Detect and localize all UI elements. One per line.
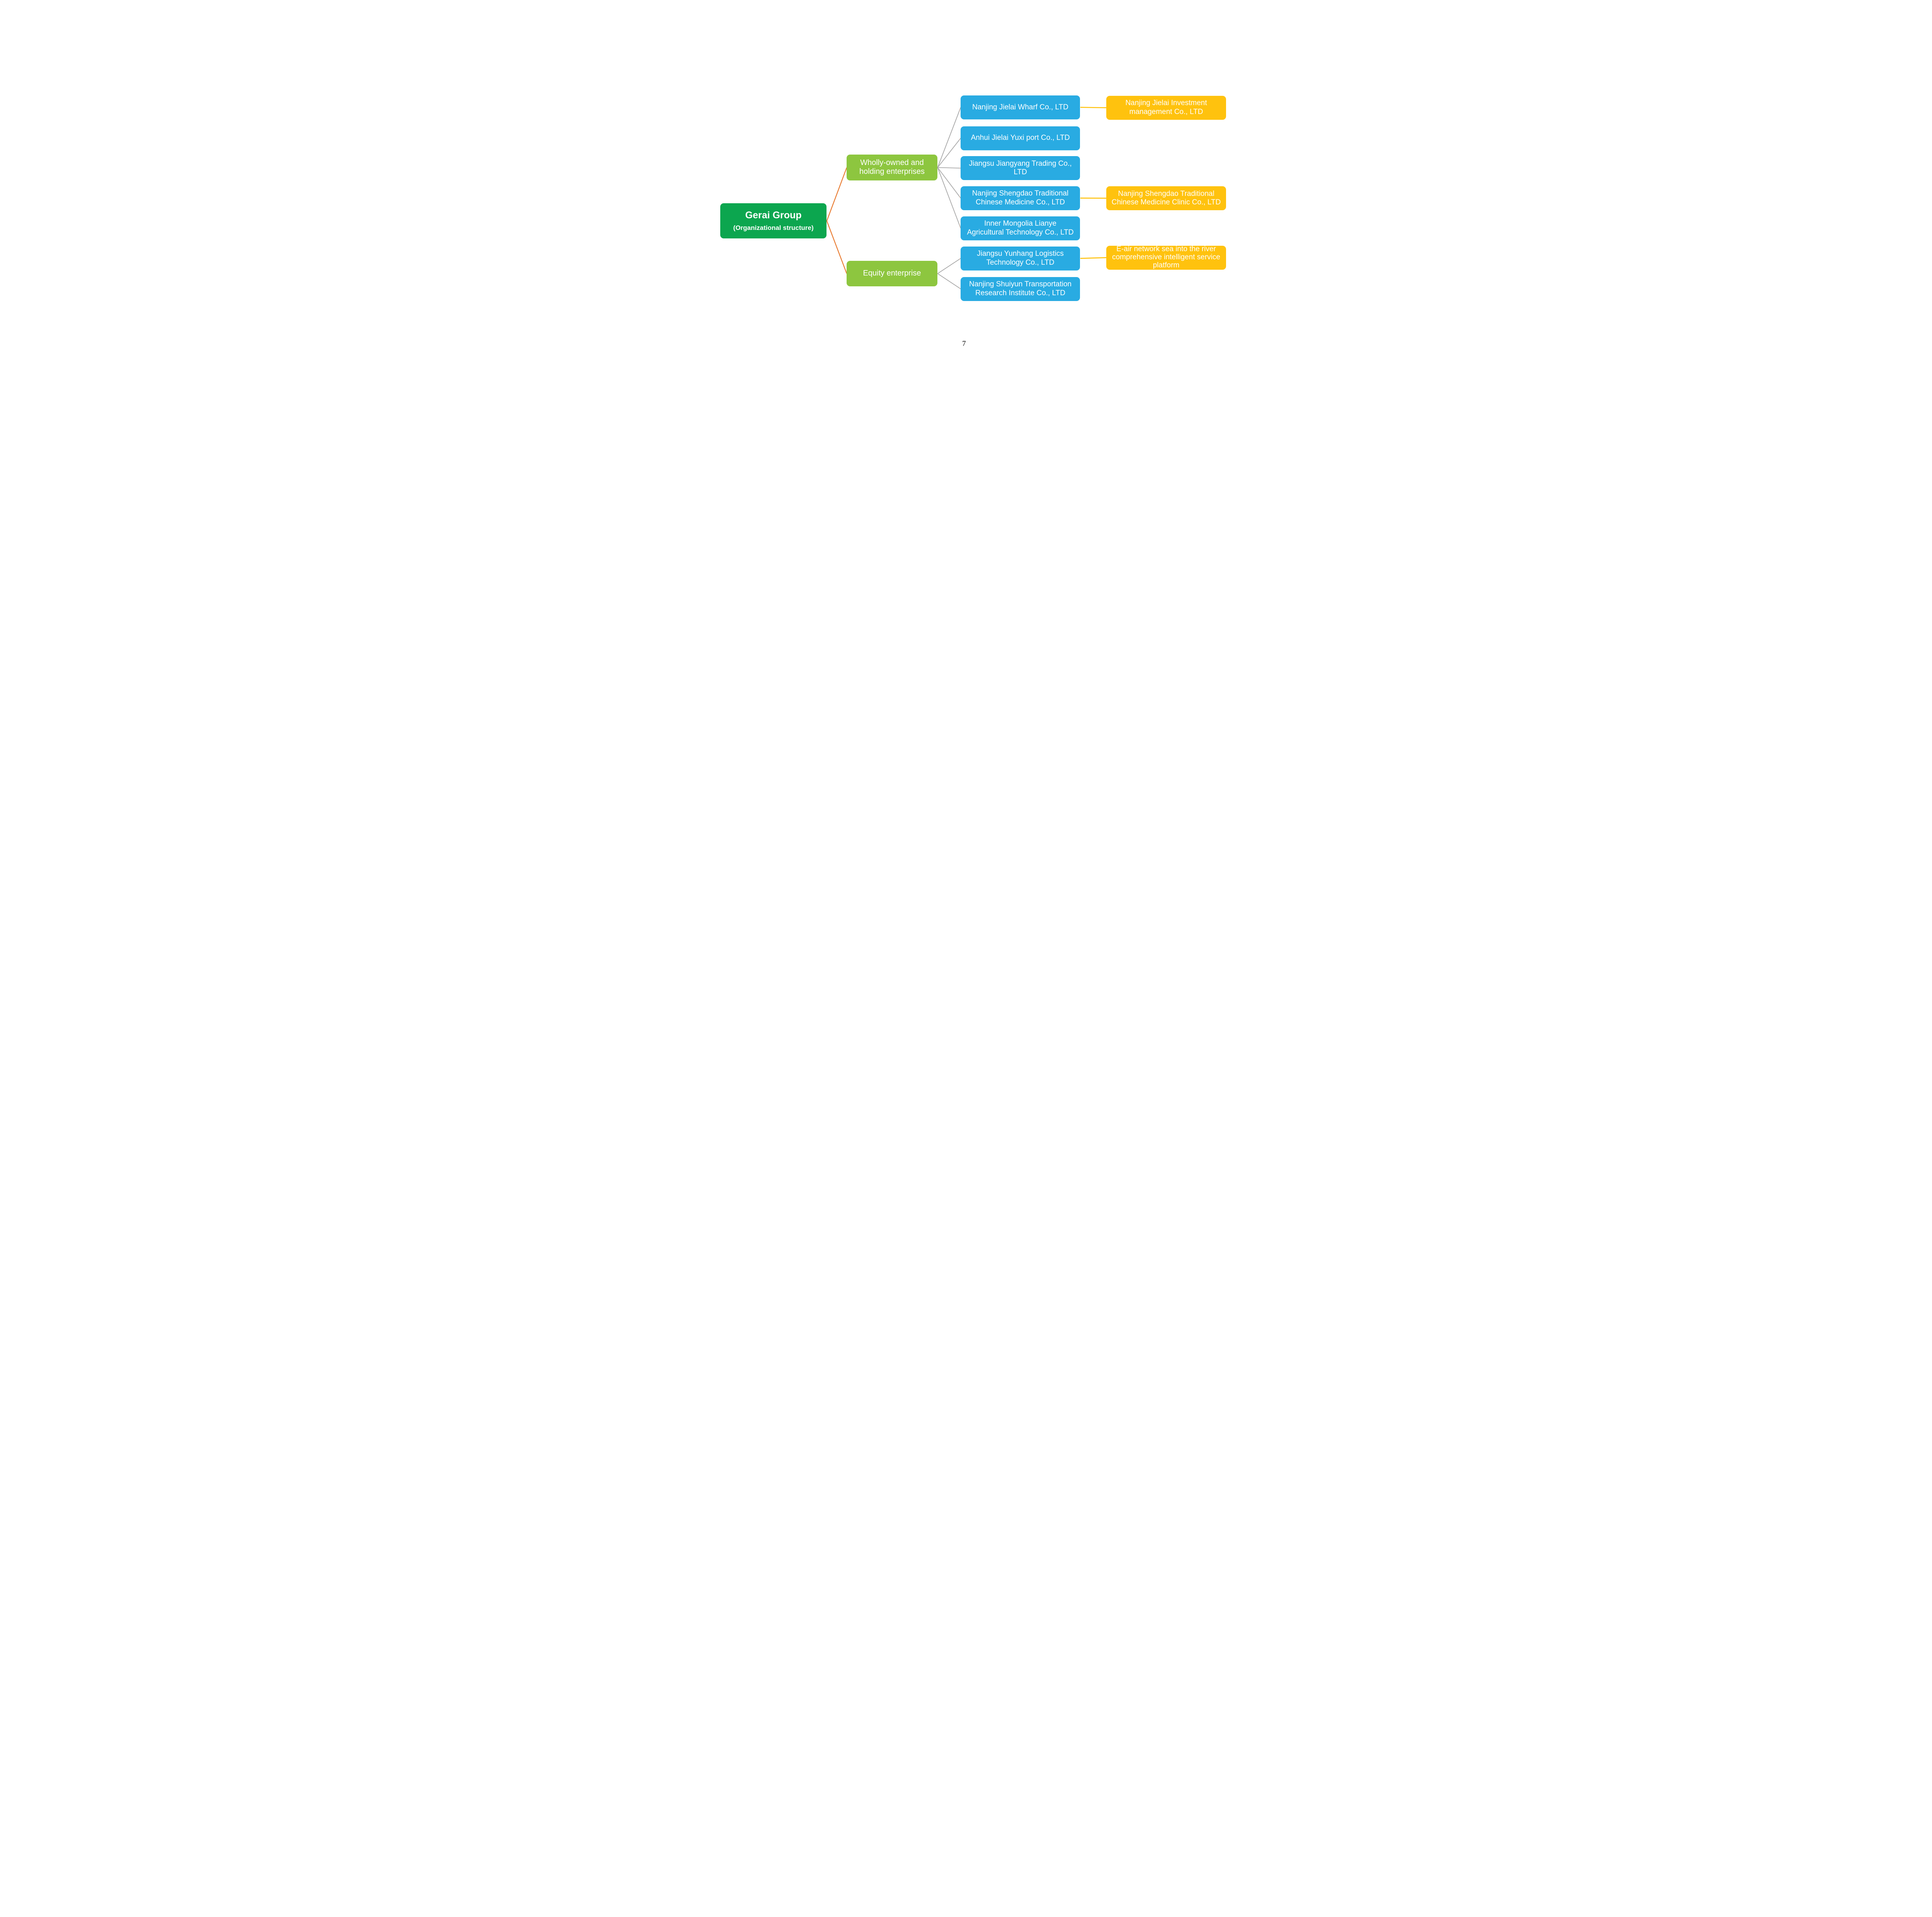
connector-wholly-to-company-5 [937,167,961,229]
company-node-anhui-jielai-yuxi-port: Anhui Jielai Yuxi port Co., LTD [960,126,1080,150]
affiliate-label: E-air network sea into the river compreh… [1112,245,1220,270]
connector-lines [826,107,1106,289]
connector-equity-to-company-6 [937,258,961,274]
category-node-equity: Equity enterprise [846,261,938,287]
affiliate-label: Nanjing Jielai Investment management Co.… [1125,99,1207,116]
company-label: Nanjing Shuiyun Transportation Research … [969,280,1072,297]
affiliate-node-nanjing-jielai-investment: Nanjing Jielai Investment management Co.… [1106,95,1226,120]
connector-wholly-to-company-2 [937,138,961,168]
affiliate-node-shengdao-clinic: Nanjing Shengdao Traditional Chinese Med… [1106,186,1226,210]
connector-wholly-to-company-1 [937,107,961,168]
company-label: Nanjing Jielai Wharf Co., LTD [972,103,1068,111]
affiliate-label: Nanjing Shengdao Traditional Chinese Med… [1111,189,1221,206]
root-title: Gerai Group [745,210,802,221]
company-label: Nanjing Shengdao Traditional Chinese Med… [972,189,1069,206]
connector-wholly-to-company-4 [937,167,961,199]
company-label: Jiangsu Yunhang Logistics Technology Co.… [977,250,1064,267]
connector-root-to-equity [826,221,847,274]
root-subtitle: (Organizational structure) [733,224,814,231]
company-node-nanjing-jielai-wharf: Nanjing Jielai Wharf Co., LTD [960,95,1080,119]
category-label: Equity enterprise [863,269,921,278]
company-label: Inner Mongolia Lianye Agricultural Techn… [967,219,1074,236]
affiliate-node-eair-platform: E-air network sea into the river compreh… [1106,245,1226,270]
category-node-wholly-owned: Wholly-owned and holding enterprises [846,154,938,180]
category-label: Wholly-owned and holding enterprises [859,158,925,176]
connector-company-1-to-affiliate-1 [1080,107,1106,109]
company-label: Anhui Jielai Yuxi port Co., LTD [971,134,1070,142]
company-label: Jiangsu Jiangyang Trading Co., LTD [969,159,1072,177]
org-chart-slide: Gerai Group (Organizational structure) W… [695,0,1237,383]
company-node-inner-mongolia-lianye: Inner Mongolia Lianye Agricultural Techn… [960,216,1080,240]
company-node-nanjing-shuiyun-research: Nanjing Shuiyun Transportation Research … [960,277,1080,301]
company-node-nanjing-shengdao-medicine: Nanjing Shengdao Traditional Chinese Med… [960,186,1080,210]
page-number: 7 [962,339,966,348]
company-node-jiangsu-jiangyang-trading: Jiangsu Jiangyang Trading Co., LTD [960,156,1080,180]
connector-equity-to-company-7 [937,273,961,289]
connector-company-6-to-affiliate-3 [1080,257,1106,259]
connector-root-to-wholly [826,167,847,221]
company-node-jiangsu-yunhang-logistics: Jiangsu Yunhang Logistics Technology Co.… [960,246,1080,270]
root-node-gerai-group: Gerai Group (Organizational structure) [720,203,827,239]
